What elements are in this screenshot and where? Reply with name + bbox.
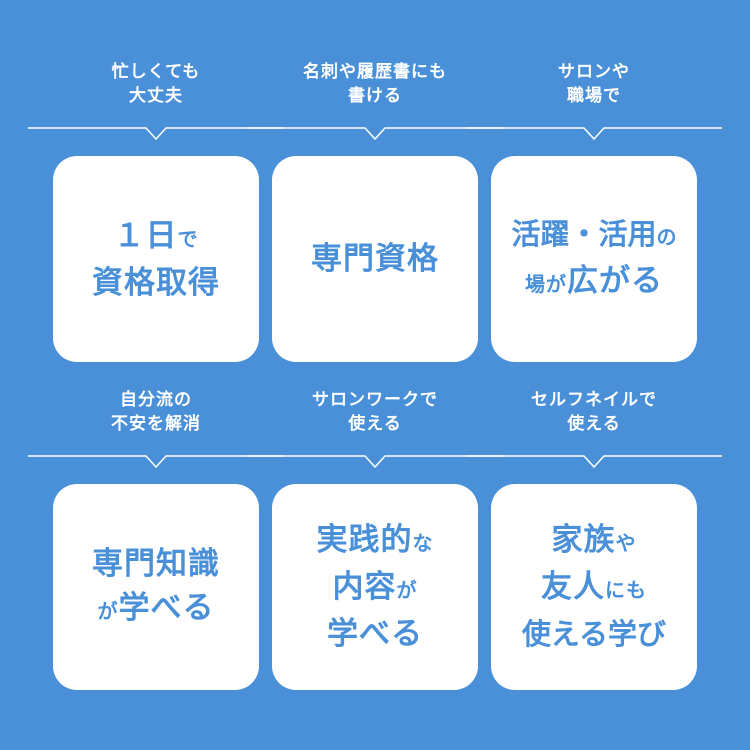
card-text-small: 場: [525, 272, 546, 296]
caption-pointer: [247, 455, 503, 469]
caption-line: 大丈夫: [129, 86, 183, 106]
card-text: 家族: [551, 522, 616, 558]
feature-caption: 忙しくても 大丈夫: [53, 60, 259, 108]
caption-pointer: [28, 127, 284, 141]
card-text: 学べる: [118, 589, 215, 626]
card-text-small: な: [412, 531, 434, 555]
card-line: 内容が: [333, 565, 418, 612]
card-text: 広: [567, 263, 599, 299]
feature-card: 専門知識 が学べる: [53, 484, 259, 690]
card-text-small: や: [615, 531, 637, 555]
card-text: 専門知識: [92, 545, 220, 582]
caption-line: 書ける: [348, 86, 402, 106]
caption-line: 忙しくても: [111, 62, 201, 82]
feature-card: 活躍・活用の 場が広がる: [491, 156, 697, 362]
feature-card: 実践的な 内容が 学べる: [272, 484, 478, 690]
caption-line: サロンや: [558, 62, 630, 82]
card-text: 内容: [332, 569, 397, 605]
card-line: 資格取得: [92, 261, 220, 305]
caption-line: 使える: [567, 414, 621, 434]
card-line: 場が広がる: [525, 259, 663, 306]
card-line: 使える学び: [522, 612, 666, 656]
card-text: 活躍・活用: [511, 217, 657, 251]
caption-line: 不安を解消: [111, 414, 201, 434]
card-text: 専門資格: [311, 241, 439, 277]
card-line: 活躍・活用の: [511, 212, 676, 259]
feature-card: 専門資格: [272, 156, 478, 362]
feature-caption: サロンワークで 使える: [272, 388, 478, 436]
card-text: 使える学び: [521, 617, 667, 651]
card-text: 学べる: [327, 616, 423, 652]
feature-caption: 名刺や履歴書にも 書ける: [272, 60, 478, 108]
card-text: 友人: [541, 569, 605, 605]
feature-card: 家族や 友人にも 使える学び: [491, 484, 697, 690]
caption-pointer: [466, 127, 722, 141]
card-text-small: で: [177, 226, 199, 251]
card-text-small: が: [546, 272, 567, 296]
card-line: が学べる: [98, 586, 215, 633]
feature-card: １日で 資格取得: [53, 156, 259, 362]
card-text-small: が: [97, 598, 119, 623]
card-text-small: が: [396, 578, 418, 602]
card-line: 学べる: [327, 612, 423, 656]
caption-line: 職場で: [567, 86, 621, 106]
caption-pointer: [247, 127, 503, 141]
caption-line: 使える: [348, 414, 402, 434]
caption-line: 名刺や履歴書にも: [303, 62, 447, 82]
caption-line: サロンワークで: [312, 390, 438, 410]
card-line: 家族や: [552, 518, 637, 565]
caption-line: セルフネイルで: [531, 390, 657, 410]
card-line: 専門資格: [311, 237, 439, 281]
feature-caption: 自分流の 不安を解消: [53, 388, 259, 436]
card-text-small: にも: [605, 578, 647, 602]
card-text-small: の: [656, 225, 677, 249]
card-line: 実践的な: [317, 518, 434, 565]
card-line: 友人にも: [541, 565, 647, 612]
card-line: １日で: [114, 214, 199, 261]
feature-caption: サロンや 職場で: [491, 60, 697, 108]
caption-pointer: [466, 455, 722, 469]
card-line: 専門知識: [92, 542, 220, 586]
card-text: がる: [599, 263, 663, 299]
feature-caption: セルフネイルで 使える: [491, 388, 697, 436]
card-text: 実践的: [316, 522, 413, 558]
card-text: 資格取得: [92, 264, 220, 301]
caption-line: 自分流の: [120, 390, 192, 410]
card-text: １日: [113, 217, 178, 254]
caption-pointer: [28, 455, 284, 469]
